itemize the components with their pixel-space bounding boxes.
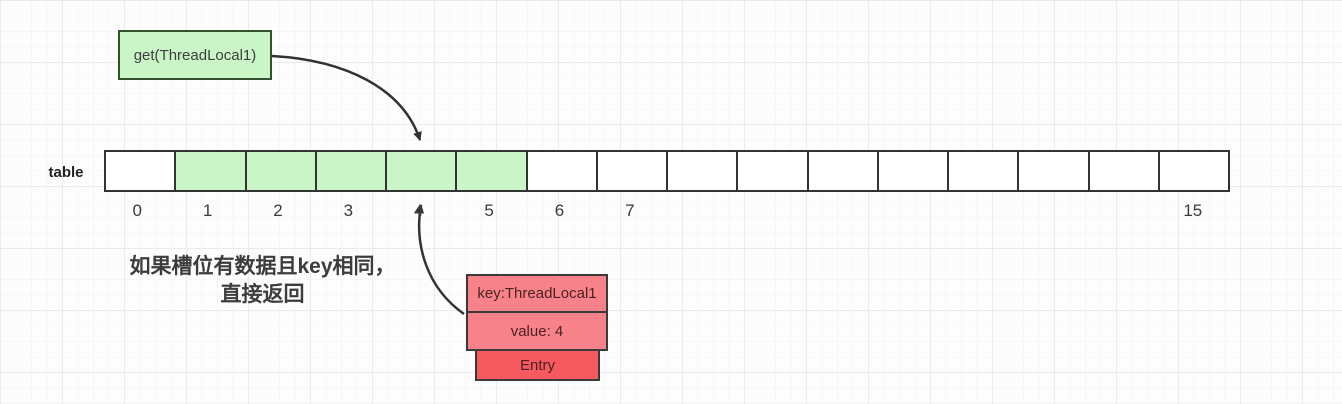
table-cell-5 bbox=[457, 152, 528, 190]
table-cells bbox=[104, 150, 1230, 192]
table-cell-13 bbox=[1019, 152, 1090, 190]
table-cell-15 bbox=[1159, 152, 1228, 190]
entry-key-box: key:ThreadLocal1 bbox=[466, 274, 608, 313]
cell-index-label-5: 5 bbox=[484, 201, 494, 220]
cell-index-label-0: 0 bbox=[132, 201, 142, 220]
table-cell-11 bbox=[878, 152, 949, 190]
get-call-label: get(ThreadLocal1) bbox=[133, 46, 257, 64]
entry-value-box: value: 4 bbox=[466, 311, 608, 351]
arrow-entry-to-slot4 bbox=[415, 204, 465, 316]
table-cell-14 bbox=[1089, 152, 1160, 190]
table-cell-7 bbox=[597, 152, 668, 190]
cell-index-label-15: 15 bbox=[1183, 201, 1203, 220]
table-cell-6 bbox=[527, 152, 598, 190]
table-cell-9 bbox=[738, 152, 809, 190]
annotation-line2: 直接返回 bbox=[220, 283, 305, 306]
table-cell-4 bbox=[387, 152, 458, 190]
table-cell-1 bbox=[176, 152, 247, 190]
entry-name-box: Entry bbox=[475, 349, 600, 381]
cell-index-label-6: 6 bbox=[554, 201, 565, 220]
cell-index-label-2: 2 bbox=[273, 201, 283, 220]
get-call-box: get(ThreadLocal1) bbox=[118, 30, 272, 80]
cell-index-label-4: 4 bbox=[413, 201, 424, 220]
annotation-text: 如果槽位有数据且key相同， 直接返回 bbox=[110, 253, 415, 309]
table-label: table bbox=[48, 164, 84, 181]
table-cell-0 bbox=[106, 152, 177, 190]
cell-index-label-3: 3 bbox=[343, 201, 354, 220]
table-cell-8 bbox=[668, 152, 739, 190]
cell-index-label-7: 7 bbox=[625, 201, 635, 220]
table-cell-2 bbox=[246, 152, 317, 190]
arrow-get-to-slot4 bbox=[271, 54, 422, 141]
cell-index-label-1: 1 bbox=[202, 201, 213, 220]
table-cell-10 bbox=[808, 152, 879, 190]
annotation-line1: 如果槽位有数据且key相同， bbox=[129, 255, 396, 278]
table-cell-3 bbox=[316, 152, 387, 190]
table-cell-12 bbox=[949, 152, 1020, 190]
